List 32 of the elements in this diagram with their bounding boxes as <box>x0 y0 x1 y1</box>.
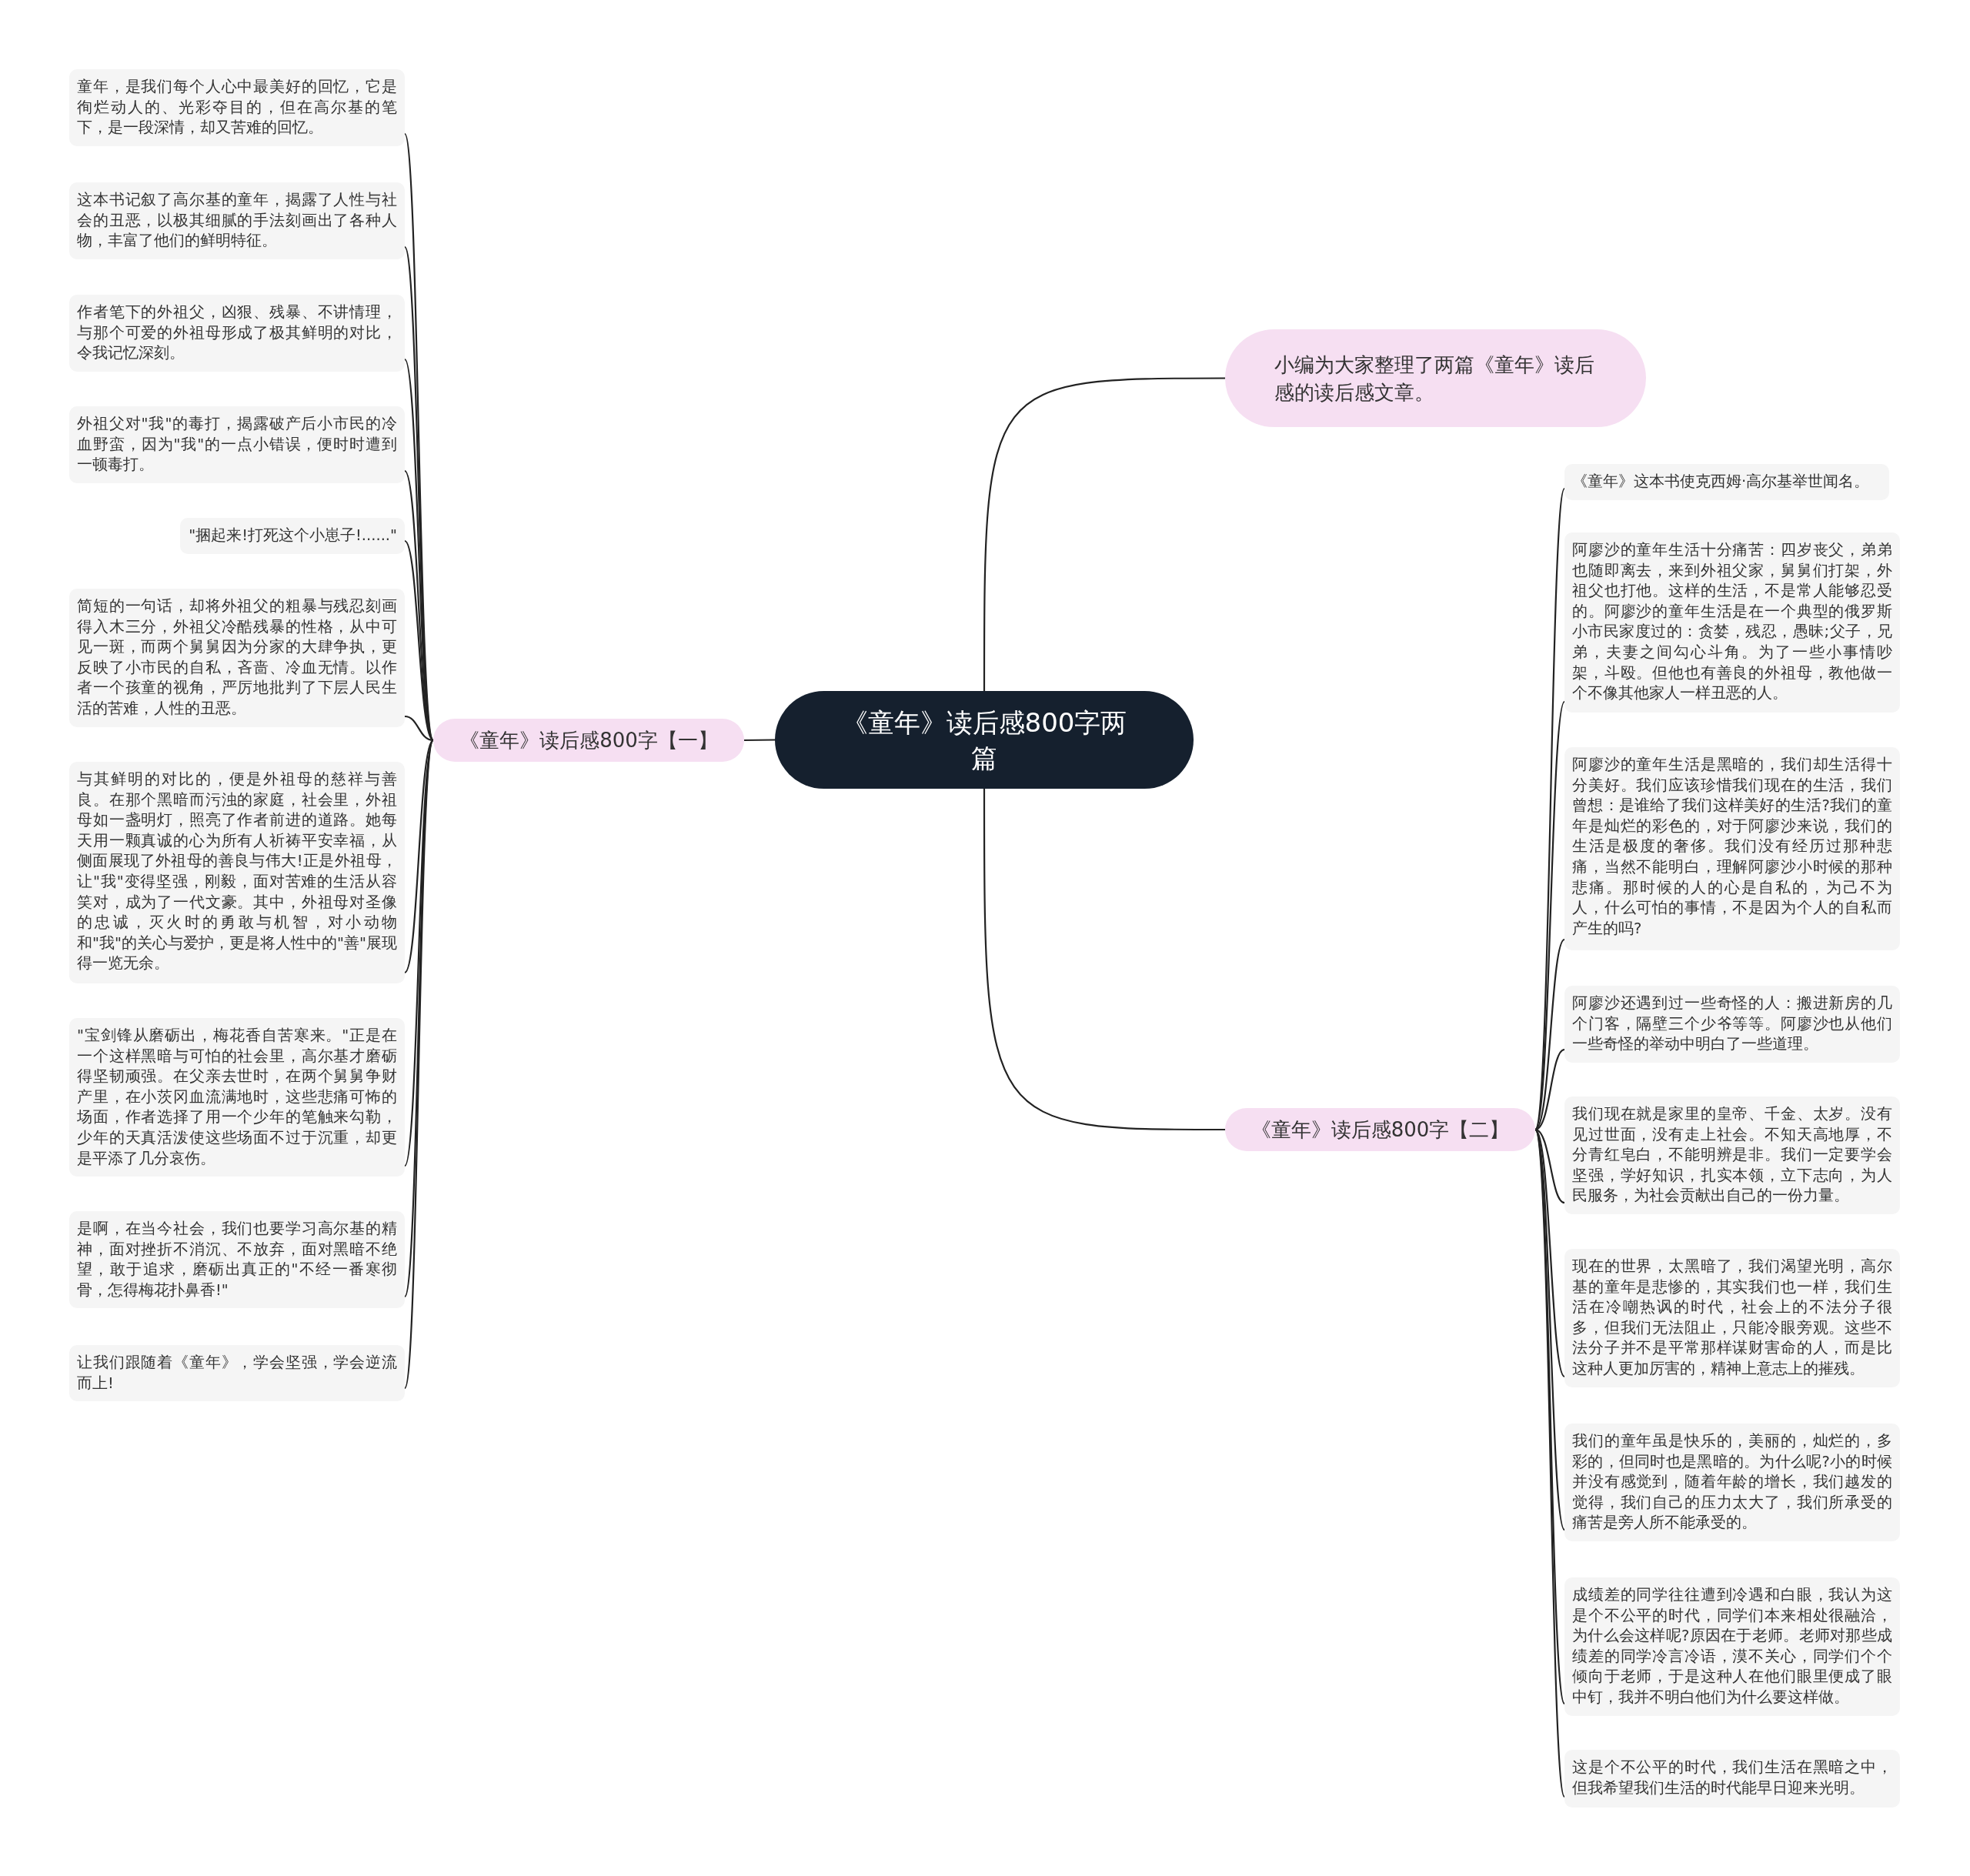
branch-topic: 《童年》读后感800字【一】 <box>433 719 744 762</box>
text-card: 我们现在就是家里的皇帝、千金、太岁。没有见过世面，没有走上社会。不知天高地厚，不分青红皂白，不能明辨是非。我们一定要学会坚强，学好知识，扎实本领，立下志向，为人民服务，为社会贡献出自己的一份力量。 <box>1564 1097 1900 1214</box>
text-card: 我们的童年虽是快乐的，美丽的，灿烂的，多彩的，但同时也是黑暗的。为什么呢?小的时候并没有感觉到，随着年龄的增长，我们越发的觉得，我们自己的压力太大了，我们所承受的痛苦是旁人所不能承受的。 <box>1564 1424 1900 1541</box>
text-card: 成绩差的同学往往遭到冷遇和白眼，我认为这是个不公平的时代，同学们本来相处很融洽，为什么会这样呢?原因在于老师。老师对那些成绩差的同学冷言冷语，漠不关心，同学们个个倾向于老师，于是这种人在他们眼里便成了眼中钉，我并不明白他们为什么要这样做。 <box>1564 1577 1900 1716</box>
text-card: 这是个不公平的时代，我们生活在黑暗之中，但我希望我们生活的时代能早日迎来光明。 <box>1564 1750 1900 1808</box>
connector <box>1534 701 1566 1130</box>
connector <box>404 739 434 973</box>
text-card: 让我们跟随着《童年》，学会坚强，学会逆流而上! <box>69 1345 405 1402</box>
connector <box>1534 1129 1565 1203</box>
text-card: 阿廖沙的童年生活是黑暗的，我们却生活得十分美好。我们应该珍惜我们现在的生活，我们曾想：是谁给了我们这样美好的生活?我们的童年是灿烂的彩色的，对于阿廖沙来说，我们的生活是极度的奢侈。我们没有经历过那种悲痛，当然不能明白，理解阿廖沙小时候的那种悲痛。那时候的人的心是自私的，为己不为人，什么可怕的事情，不是因为个人的自私而产生的吗? <box>1564 747 1900 950</box>
text-card: 现在的世界，太黑暗了，我们渴望光明，高尔基的童年是悲惨的，其实我们也一样，我们生活在冷嘲热讽的时代，社会上的不法分子很多，但我们无法阻止，只能冷眼旁观。这些不法分子并不是平常那样谋财害命的人，而是比这种人更加厉害的，精神上意志上的摧残。 <box>1564 1249 1900 1387</box>
connector <box>744 739 775 742</box>
text-card: 童年，是我们每个人心中最美好的回忆，它是徇烂动人的、光彩夺目的，但在高尔基的笔下，是一段深情，却又苦难的回忆。 <box>69 69 405 146</box>
text-card: 《童年》这本书使克西姆·高尔基举世闻名。 <box>1564 464 1889 500</box>
text-card: 这本书记叙了高尔基的童年，揭露了人性与社会的丑恶，以极其细腻的手法刻画出了各种人物，丰富了他们的鲜明特征。 <box>69 182 405 259</box>
connector <box>404 715 434 742</box>
text-card: "捆起来!打死这个小崽子!......" <box>180 518 405 554</box>
connector <box>1534 1049 1565 1130</box>
text-card: 阿廖沙的童年生活十分痛苦：四岁丧父，弟弟也随即离去，来到外祖父家，舅舅们打架，外祖父也打他。这样的生活，不是常人能够忍受的。阿廖沙的童年生活是在一个典型的俄罗斯小市民家度过的：贪婪，残忍，愚昧;父子，兄弟，夫妻之间勾心斗角。为了一些小事情吵架，斗殴。但他也有善良的外祖母，教他做一个不像其他家人一样丑恶的人。 <box>1564 532 1900 713</box>
connector <box>983 789 1225 1131</box>
connector <box>1534 939 1565 1130</box>
text-card: 简短的一句话，却将外祖父的粗暴与残忍刻画得入木三分，外祖父冷酷残暴的性格，从中可见一斑，而两个舅舅因为分家的大肆争执，更反映了小市民的自私，吝啬、冷血无情。以作者一个孩童的视角，严厉地批判了下层人民生活的苦难，人性的丑恶。 <box>69 589 405 727</box>
branch-topic: 《童年》读后感800字【二】 <box>1225 1108 1535 1151</box>
text-card: 外祖父对"我"的毒打，揭露破产后小市民的冷血野蛮，因为"我"的一点小错误，便时时遭到一顿毒打。 <box>69 406 405 483</box>
text-card: 与其鲜明的对比的，便是外祖母的慈祥与善良。在那个黑暗而污浊的家庭，社会里，外祖母如一盏明灯，照亮了作者前进的道路。她每天用一颗真诚的心为所有人祈祷平安幸福，从侧面展现了外祖母的善良与伟大!正是外祖母，让"我"变得坚强，刚毅，面对苦难的生活从容笑对，成为了一代文豪。其中，外祖母对圣像的忠诚，灭火时的勇敢与机智，对小动物和"我"的关心与爱护，更是将人性中的"善"展现得一览无余。 <box>69 762 405 983</box>
text-card: 作者笔下的外祖父，凶狠、残暴、不讲情理，与那个可爱的外祖母形成了极其鲜明的对比，令我记忆深刻。 <box>69 295 405 372</box>
topic-bubble: 小编为大家整理了两篇《童年》读后感的读后感文章。 <box>1225 329 1646 427</box>
text-card: "宝剑锋从磨砺出，梅花香自苦寒来。"正是在一个这样黑暗与可怕的社会里，高尔基才磨砺得坚韧顽强。在父亲去世时，在两个舅舅争财产里，在小茨冈血流满地时，这些悲痛可怖的场面，作者选择了用一个少年的笔触来勾勒，少年的天真活泼使这些场面不过于沉重，却更是平添了几分哀伤。 <box>69 1018 405 1177</box>
central-topic: 《童年》读后感800字两篇 <box>775 691 1194 789</box>
connector <box>983 377 1225 691</box>
text-card: 阿廖沙还遇到过一些奇怪的人：搬进新房的几个门客，隔壁三个少爷等等。阿廖沙也从他们一些奇怪的举动中明白了一些道理。 <box>1564 986 1900 1063</box>
text-card: 是啊，在当今社会，我们也要学习高尔基的精神，面对挫折不消沉、不放弃，面对黑暗不绝望，敢于追求，磨砺出真正的"不经一番寒彻骨，怎得梅花扑鼻香!" <box>69 1211 405 1309</box>
